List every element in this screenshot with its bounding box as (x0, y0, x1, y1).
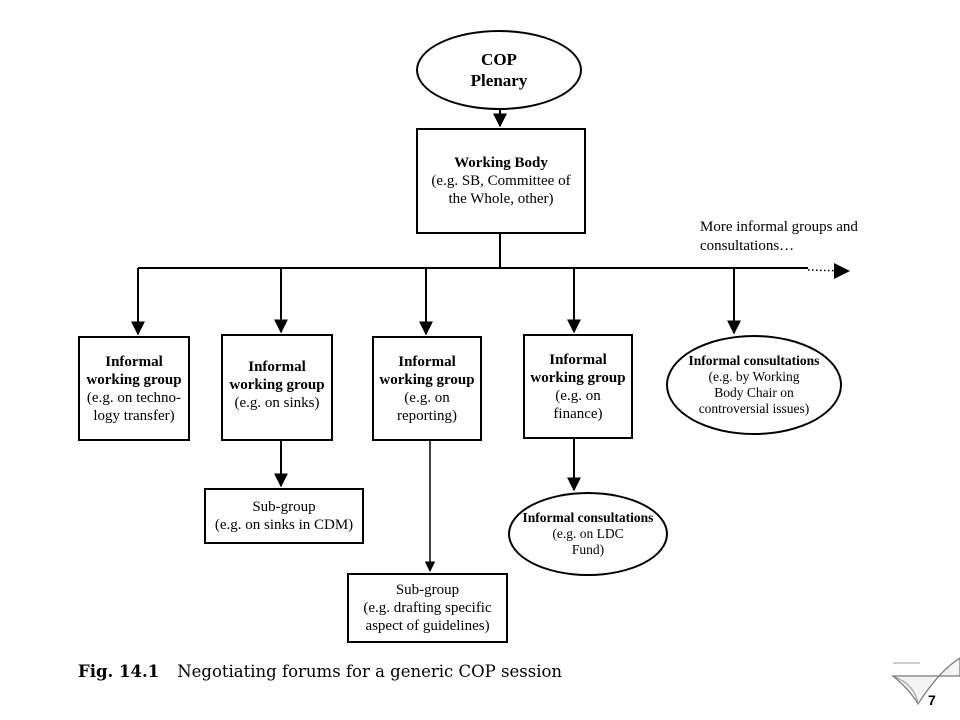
cop-label: COP (481, 50, 517, 69)
wg2-title1: Informal (248, 359, 306, 375)
sub-group-guidelines-node: Sub-group (e.g. drafting specific aspect… (347, 573, 508, 643)
more-note-line2: consultations… (700, 238, 795, 254)
wg4-line4: finance) (553, 405, 603, 422)
working-body-title: Working Body (454, 155, 548, 171)
page-number: 7 (928, 692, 936, 708)
informal-consultations-ldc-node: Informal consultations (e.g. on LDC Fund… (508, 492, 668, 576)
page-curl-icon (891, 657, 960, 706)
sub2-line3: aspect of guidelines) (365, 618, 490, 634)
sub1-line1: Sub-group (252, 499, 316, 515)
wg2-title2: working group (229, 377, 325, 393)
cop-plenary-node: COP Plenary (416, 30, 582, 110)
wg2-line3: (e.g. on sinks) (234, 395, 320, 411)
working-body-line3: the Whole, other) (448, 191, 554, 207)
figure-caption-text: Negotiating forums for a generic COP ses… (177, 662, 563, 681)
ic1-line2: (e.g. by Working (708, 369, 800, 384)
ic1-line3: Body Chair on (714, 385, 794, 400)
working-group-technology-node: Informal working group (e.g. on techno- … (78, 336, 190, 441)
wg1-line4: logy transfer) (93, 407, 175, 424)
working-group-finance-node: Informal working group (e.g. on finance) (523, 334, 633, 439)
wg1-title2: working group (86, 371, 182, 388)
working-group-reporting-node: Informal working group (e.g. on reportin… (372, 336, 482, 441)
more-note-line1: More informal groups and (700, 219, 858, 235)
sub2-line1: Sub-group (395, 582, 460, 598)
working-group-sinks-node: Informal working group (e.g. on sinks) (221, 334, 333, 441)
ic2-line3: Fund) (571, 542, 605, 557)
ic2-title: Informal consultations (522, 510, 654, 525)
plenary-label: Plenary (470, 71, 528, 90)
ic1-line4: controversial issues) (698, 401, 810, 416)
ic2-line2: (e.g. on LDC (552, 526, 624, 541)
sub-group-sinks-cdm-node: Sub-group (e.g. on sinks in CDM) (204, 488, 364, 544)
working-body-node: Working Body (e.g. SB, Committee of the … (416, 128, 586, 234)
more-groups-note: More informal groups and consultations… (700, 218, 858, 256)
wg3-line4: reporting) (397, 407, 457, 424)
working-body-line2: (e.g. SB, Committee of (431, 173, 571, 189)
wg3-line3: (e.g. on (404, 389, 450, 406)
figure-caption: Fig. 14.1 Negotiating forums for a generi… (78, 662, 562, 681)
wg3-title1: Informal (398, 353, 456, 370)
figure-number: Fig. 14.1 (78, 662, 160, 681)
wg4-title1: Informal (549, 351, 607, 368)
wg1-line3: (e.g. on techno- (86, 389, 182, 406)
informal-consultations-chair-node: Informal consultations (e.g. by Working … (666, 335, 842, 435)
ic1-title: Informal consultations (688, 353, 820, 368)
wg4-line3: (e.g. on (555, 387, 601, 404)
arrowhead-more (834, 263, 850, 279)
wg4-title2: working group (530, 369, 626, 386)
sub1-line2: (e.g. on sinks in CDM) (214, 517, 354, 533)
sub2-line2: (e.g. drafting specific (363, 600, 492, 616)
wg1-title1: Informal (105, 353, 163, 370)
wg3-title2: working group (379, 371, 475, 388)
